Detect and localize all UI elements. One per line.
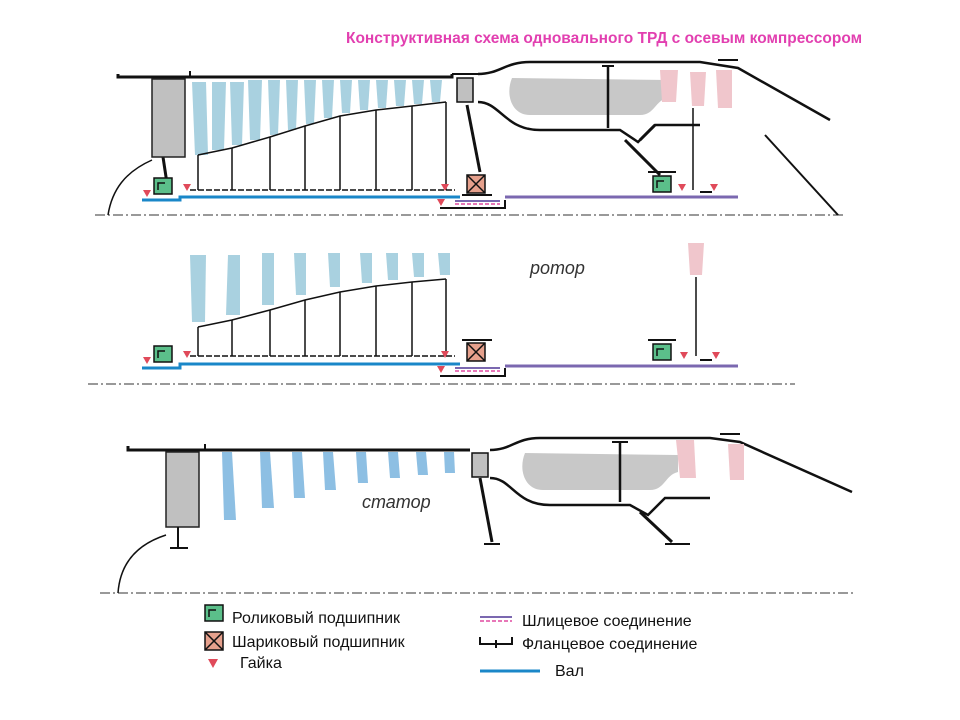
inlet-strut — [151, 78, 186, 158]
legend-spline: Шлицевое соединение — [522, 613, 692, 630]
full-engine-view — [95, 59, 845, 216]
legend-nut: Гайка — [240, 655, 282, 672]
stator-combustion-casing — [489, 436, 853, 494]
stator-vanes — [222, 452, 455, 520]
combustion-casing — [477, 60, 831, 122]
combustion-chamber — [509, 78, 668, 115]
nut-icon — [441, 351, 449, 358]
legend: Роликовый подшипник Шариковый подшипник … — [204, 604, 698, 680]
legend-nut-icon — [208, 659, 218, 668]
legend-flange: Фланцевое соединение — [522, 636, 698, 653]
legend-shaft: Вал — [555, 663, 584, 680]
legend-roller-bearing-icon — [204, 604, 224, 622]
roller-bearing-rear-rotor — [652, 343, 672, 361]
nut-icon — [183, 184, 191, 191]
nut-icon — [437, 366, 445, 373]
compressor-drum — [197, 101, 447, 156]
nut-icon — [710, 184, 718, 191]
diffuser-strut — [456, 77, 474, 103]
rotor-view: ротор — [88, 243, 795, 385]
inlet-cone — [107, 159, 153, 216]
nut-icon — [680, 352, 688, 359]
turbine-blade-2 — [690, 72, 706, 106]
stator-combustion-chamber — [522, 453, 678, 490]
diagram-title: Конструктивная схема одновального ТРД с … — [346, 30, 863, 47]
roller-bearing-front — [153, 177, 173, 195]
nut-icon — [441, 184, 449, 191]
nut-icon — [143, 190, 151, 197]
turbine-blade-1 — [660, 70, 678, 102]
nut-icon — [712, 352, 720, 359]
rotor-shaft — [142, 362, 460, 370]
roller-bearing-rear — [652, 175, 672, 193]
nut-icon — [437, 199, 445, 206]
turbine-blade-rotor — [688, 243, 704, 275]
nut-icon — [183, 351, 191, 358]
stator-nozzle-2 — [728, 444, 744, 480]
stator-inlet-cone — [117, 534, 167, 594]
nut-icon — [678, 184, 686, 191]
stator-nozzle-1 — [676, 440, 696, 478]
stator-label: статор — [362, 492, 431, 512]
compressor-blades — [192, 80, 442, 155]
rotor-label: ротор — [529, 258, 585, 278]
rotor-blades — [190, 253, 450, 322]
stator-inlet-strut — [165, 451, 200, 528]
stator-casing — [126, 446, 470, 452]
compressor-shaft — [142, 195, 460, 202]
rotor-drum — [197, 278, 447, 328]
legend-roller-bearing: Роликовый подшипник — [232, 610, 401, 627]
outer-casing — [116, 74, 454, 79]
turbine-blade-3 — [716, 70, 732, 108]
legend-ball-bearing: Шариковый подшипник — [232, 634, 406, 651]
nut-icon — [143, 357, 151, 364]
roller-bearing-front-rotor — [153, 345, 173, 363]
stator-view: статор — [100, 433, 855, 594]
stator-diffuser — [471, 452, 489, 478]
